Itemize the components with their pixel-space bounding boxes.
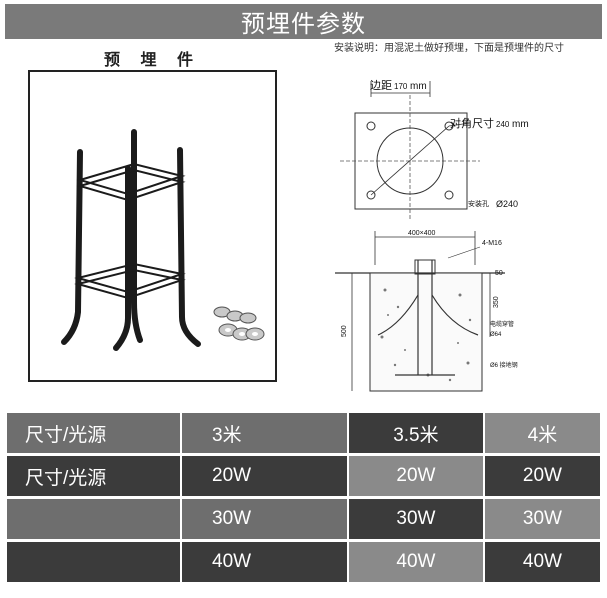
note-pipe-size: Ø64 [490,332,502,338]
table-row: 尺寸/光源 3米 3.5米 4米 [7,413,600,453]
row-label: 尺寸/光源 [7,456,180,496]
dim-500: 500 [341,325,348,337]
table-row: 尺寸/光源 20W 20W 20W [7,456,600,496]
bolt-label: 安装孔 [468,199,489,208]
dim-350: 350 [493,296,500,308]
cell-col2: 30W [349,499,483,539]
diag-unit: mm [512,119,529,130]
cell-col1: 40W [182,542,347,582]
note-pipe: 电缆穿管 [490,320,514,328]
page-title: 预埋件参数 [5,4,602,39]
spec-table: 尺寸/光源 3米 3.5米 4米 尺寸/光源 20W 20W 20W 30W 3… [5,410,602,585]
edge-value: 170 [394,82,408,91]
embedded-part-photo [28,70,277,382]
cell-col3: 40W [484,542,600,582]
row-label: 尺寸/光源 [7,413,180,453]
cell-col2: 3.5米 [349,413,483,453]
edge-unit: mm [410,81,427,92]
dim-top: 400×400 [408,230,436,237]
row-label [7,499,180,539]
note-ground: Ø6 接地钢 [490,361,518,369]
diag-value: 240 [496,120,510,129]
bolt-value: Ø240 [496,199,518,209]
dim-50: 50 [495,270,503,277]
install-note: 安装说明：用混泥土做好预埋，下面是预埋件的尺寸 [334,43,564,54]
diag-label: 对角尺寸 [450,116,494,130]
edge-label: 边距 [370,79,392,92]
table-row: 40W 40W 40W [7,542,600,582]
row-label [7,542,180,582]
cell-col2: 40W [349,542,483,582]
photo-title: 预 埋 件 [104,52,201,69]
cell-col1: 30W [182,499,347,539]
cell-col3: 4米 [484,413,600,453]
bolt-spec: 4-M16 [482,240,502,247]
cell-col1: 3米 [182,413,347,453]
cell-col3: 30W [484,499,600,539]
foundation-diagram: 边距 170 mm 对角尺寸 240 mm 安装孔 Ø240 400×400 4… [335,79,529,392]
anchor-cage-illustration [61,129,265,351]
cell-col3: 20W [484,456,600,496]
cell-col1: 20W [182,456,347,496]
table-row: 30W 30W 30W [7,499,600,539]
cell-col2: 20W [349,456,483,496]
